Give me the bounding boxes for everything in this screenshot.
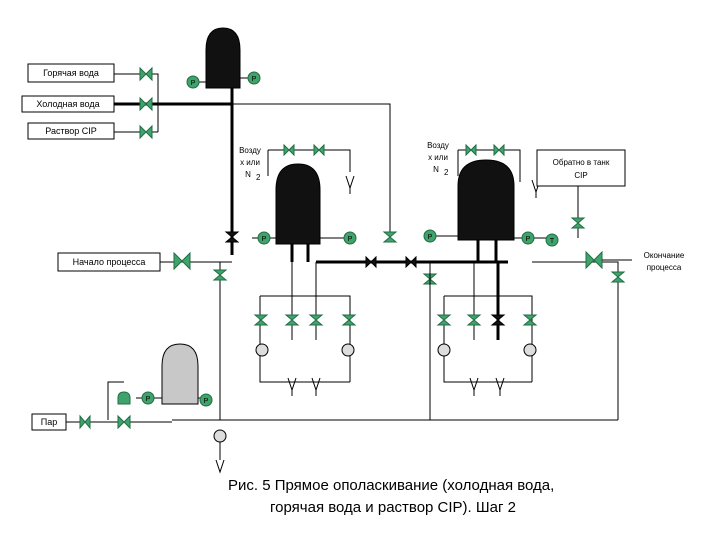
tank-2-bottom-loop (443, 296, 532, 383)
tank-2 (457, 159, 515, 241)
air-valve-2b[interactable] (493, 143, 505, 157)
n2-subscript: 2 (256, 173, 261, 182)
cold-water-label: Холодная вода (36, 99, 99, 109)
end-pipe (532, 261, 619, 420)
tank-1-drain-pipes (291, 262, 317, 340)
top-tank (205, 27, 241, 89)
pressure-label: P (428, 234, 433, 241)
air-valve-1a[interactable] (283, 143, 295, 157)
process-start-label: Начало процесса (73, 257, 146, 267)
pressure-gauge-icon (141, 391, 155, 405)
process-start-valve[interactable] (173, 251, 191, 271)
steam-trap-icon (117, 391, 131, 405)
end-down-valve[interactable] (610, 271, 626, 283)
header-to-middle (232, 103, 391, 232)
steam-label: Пар (41, 417, 57, 427)
pressure-label: P (526, 236, 531, 243)
pressure-gauge-icon (343, 231, 357, 245)
air-n2-label-2a: Возду (427, 141, 449, 150)
caption-line-2: горячая вода и раствор CIP). Шаг 2 (270, 499, 516, 516)
cip-solution-box (27, 122, 115, 140)
start-down-valve[interactable] (212, 269, 228, 281)
return-cip-box (536, 149, 626, 187)
tank1-valve-a[interactable] (253, 314, 269, 326)
pressure-gauge-icon (521, 231, 535, 245)
tank-2-bottom-header (444, 295, 533, 382)
thermometer-icon (545, 233, 559, 247)
tank-2-outlets (476, 240, 498, 262)
air-n2-label-2c: N (433, 165, 439, 174)
tank-1-bottom-header (260, 295, 351, 382)
tank1-valve-b[interactable] (284, 314, 300, 326)
middle-valve[interactable] (382, 231, 398, 243)
drain-1b (311, 377, 321, 396)
process-end-valve[interactable] (585, 250, 603, 270)
tank2-valve-d[interactable] (522, 314, 538, 326)
hot-water-box (27, 63, 115, 83)
pressure-label: P (146, 396, 151, 403)
air-n2-label-1b: х или (240, 158, 260, 167)
vent-1 (345, 175, 355, 194)
pressure-label: P (262, 236, 267, 243)
air-n2-label-2b: х или (428, 153, 448, 162)
air-line-2 (458, 149, 521, 182)
tank2-valve-b[interactable] (466, 314, 482, 326)
cip-solution-label: Раствор CIP (45, 126, 97, 136)
return-cip-label-1: Обратно в танк (553, 158, 610, 167)
cip-valve[interactable] (139, 124, 153, 140)
tank-1 (275, 163, 321, 245)
air-valve-1b[interactable] (313, 143, 325, 157)
hot-water-valve[interactable] (139, 66, 153, 82)
pressure-gauge-icon (199, 393, 213, 407)
air-valve-2a[interactable] (465, 143, 477, 157)
process-end-label-2: процесса (647, 263, 682, 272)
n2-subscript: 2 (444, 168, 449, 177)
temperature-label: T (550, 238, 555, 245)
tank-1-outlets (290, 244, 310, 262)
hot-water-label: Горячая вода (43, 68, 99, 78)
tank2-valve-a[interactable] (436, 314, 452, 326)
tank2-valve-c[interactable] (490, 314, 506, 326)
pressure-label: P (204, 398, 209, 405)
drain-2a (469, 377, 479, 396)
heater-tank (161, 343, 199, 405)
return-cip-valve[interactable] (570, 217, 586, 229)
tank1-valve-d[interactable] (341, 314, 357, 326)
transfer-valve-2[interactable] (405, 255, 417, 269)
final-drain (215, 442, 225, 474)
process-end-label-1: Окончание (644, 251, 685, 260)
flow-meter-icon (255, 343, 269, 357)
air-n2-label-1c: N (245, 170, 251, 179)
pressure-gauge-icon (423, 229, 437, 243)
steam-valve-1[interactable] (79, 414, 91, 430)
pressure-gauge-icon (247, 71, 261, 85)
pressure-gauge-icon (257, 231, 271, 245)
pressure-label: P (252, 76, 257, 83)
flow-meter-icon (437, 343, 451, 357)
hot-water-pipe (114, 73, 159, 132)
transfer-valve-1[interactable] (365, 255, 377, 269)
flow-meter-icon (341, 343, 355, 357)
return-cip-label-2: CIP (574, 171, 587, 180)
tank-1-bottom-loop (259, 296, 350, 383)
air-n2-label-1a: Возду (239, 146, 261, 155)
air-line-1 (268, 149, 351, 172)
flow-meter-icon (523, 343, 537, 357)
drain-2b (495, 377, 505, 396)
tank1-valve-c[interactable] (308, 314, 324, 326)
pressure-label: P (348, 236, 353, 243)
pressure-gauge-icon (186, 75, 200, 89)
heater-steam-loop (107, 381, 124, 420)
cold-water-valve[interactable] (139, 96, 153, 112)
flow-meter-icon (213, 429, 227, 443)
drain-1a (287, 377, 297, 396)
steam-valve-2[interactable] (117, 414, 131, 430)
header-valve-tank1[interactable] (224, 231, 240, 243)
pressure-label: P (191, 80, 196, 87)
caption-line-1: Рис. 5 Прямое ополаскивание (холодная во… (228, 477, 554, 494)
